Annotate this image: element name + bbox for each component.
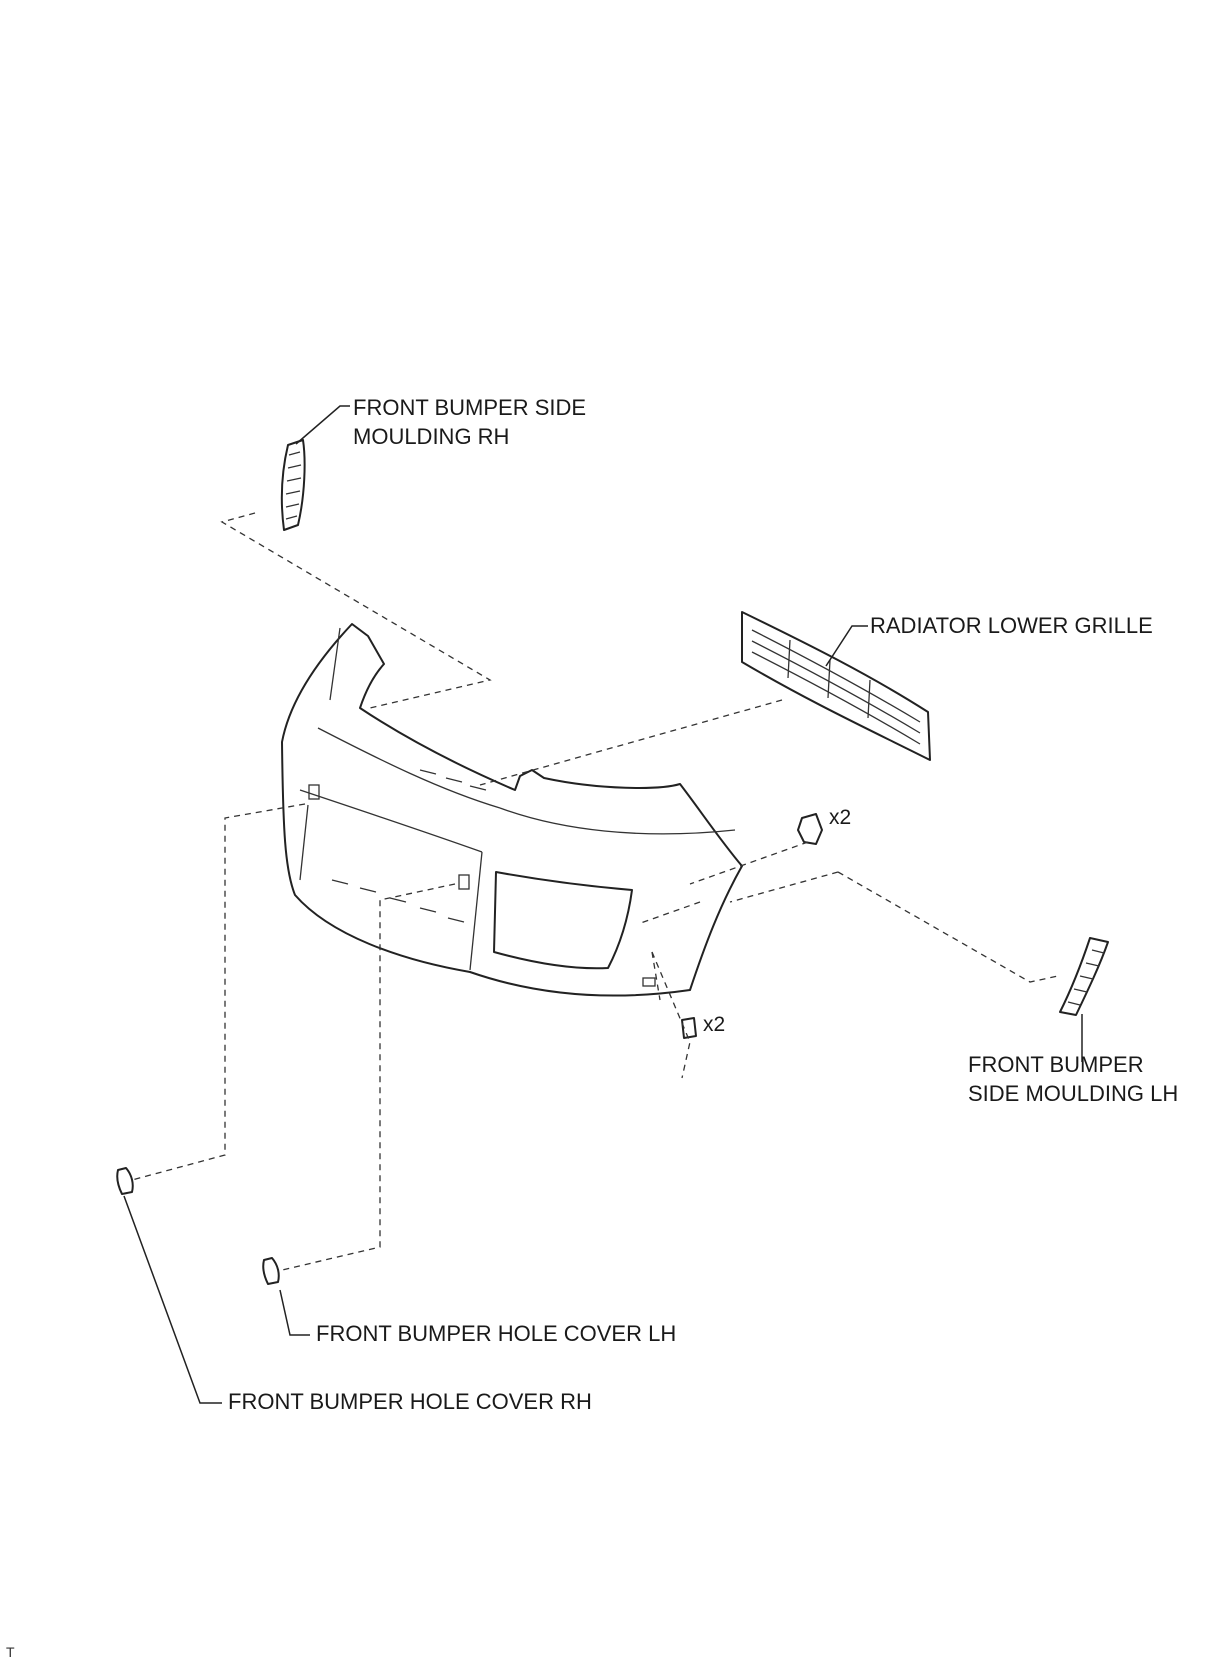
label-hole-cover-rh: FRONT BUMPER HOLE COVER RH xyxy=(228,1389,592,1414)
corner-mark: T xyxy=(6,1644,15,1660)
side-moulding-rh-part xyxy=(280,439,306,531)
side-moulding-lh-part xyxy=(1059,937,1109,1016)
label-side-moulding-lh: FRONT BUMPER SIDE MOULDING LH xyxy=(968,1050,1178,1108)
label-side-moulding-rh-line1: FRONT BUMPER SIDE xyxy=(353,395,587,420)
hole-cover-lh-part xyxy=(262,1257,280,1285)
leader-lines xyxy=(123,405,1083,1404)
label-hole-cover-lh: FRONT BUMPER HOLE COVER LH xyxy=(316,1321,677,1346)
front-bumper-cover xyxy=(281,623,743,997)
label-radiator-lower-grille: RADIATOR LOWER GRILLE xyxy=(870,613,1153,638)
clip-lower xyxy=(681,1017,697,1039)
hole-cover-rh-part xyxy=(116,1167,134,1195)
label-side-moulding-lh-line1: FRONT BUMPER xyxy=(968,1052,1144,1077)
label-side-moulding-rh: FRONT BUMPER SIDE MOULDING RH xyxy=(353,393,586,451)
clip-qty-upper: x2 xyxy=(829,806,852,829)
clip-upper xyxy=(797,813,823,845)
label-side-moulding-rh-line2: MOULDING RH xyxy=(353,424,510,449)
label-side-moulding-lh-line2: SIDE MOULDING LH xyxy=(968,1081,1179,1106)
clip-qty-lower: x2 xyxy=(703,1013,726,1036)
radiator-lower-grille-part xyxy=(741,611,931,761)
assembly-lines xyxy=(131,512,1059,1272)
